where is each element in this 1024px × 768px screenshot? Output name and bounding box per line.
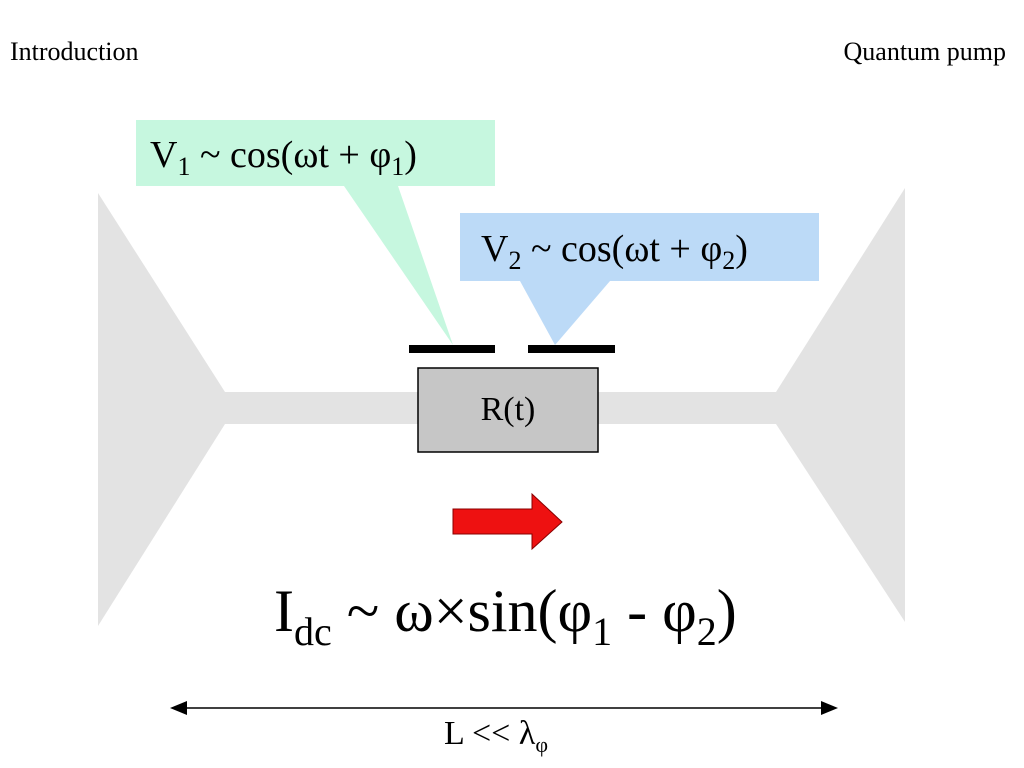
resistor-box [417,367,599,453]
left-lead [98,193,225,626]
length-double-arrow [170,701,838,715]
header-left-title: Introduction [10,37,139,66]
current-arrow [452,492,563,551]
dc-current-formula: Idc ~ ω×sin(φ1 - φ2) [274,578,737,654]
resistor-label: R(t) [480,391,536,428]
gate-electrode-2 [528,345,615,353]
gate1-callout [136,120,495,345]
gate2-callout [460,213,819,345]
right-lead [776,188,905,622]
gate1-voltage-label: V1 ~ cos(ωt + φ1) [150,134,417,181]
header-right-title: Quantum pump [843,37,1007,66]
length-label: L << λφ [444,715,549,757]
gate-electrode-1 [409,345,495,353]
gate2-voltage-label: V2 ~ cos(ωt + φ2) [481,228,748,275]
